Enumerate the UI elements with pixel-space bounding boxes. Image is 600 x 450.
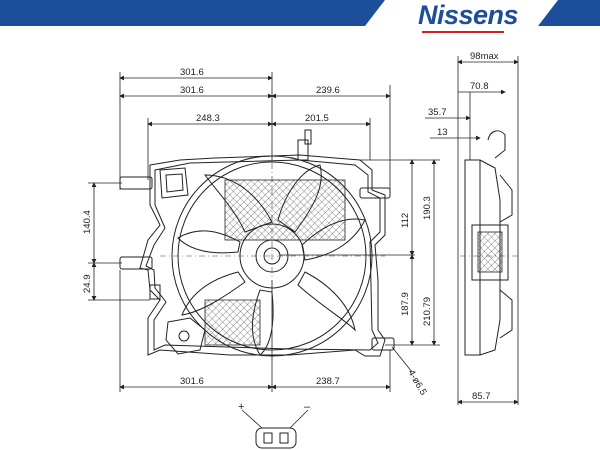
left-dimensions: 140.4 24.9 [82,182,150,301]
connector: + – [238,401,311,449]
connector-plus: + [238,401,244,413]
dim-side-max: 98max [470,51,499,62]
dim-right-total: 190.3 [422,196,433,220]
dim-right-upper: 112 [400,213,411,228]
dim-side-c: 13 [437,127,448,138]
side-view: 98max 70.8 35.7 13 85.7 [425,51,520,405]
top-dimensions: 301.6 301.6 239.6 248.3 201.5 [119,67,391,190]
connector-minus: – [304,401,311,413]
dim-right-lower-total: 210.79 [422,297,433,326]
fan-assembly [160,150,385,360]
blue-header-banner-right [538,0,600,26]
dim-bottom-left: 301.6 [180,376,204,387]
dim-top-total-2: 301.6 [180,85,204,96]
dim-top-total-1: 301.6 [180,67,204,78]
dim-mid-left: 248.3 [196,113,220,124]
dim-top-right: 239.6 [316,85,340,96]
nissens-logo: Nissens [418,0,519,30]
dim-right-lower: 187.9 [400,292,411,316]
dim-side-bottom: 85.7 [472,391,491,402]
dim-bottom-right: 238.7 [316,376,340,387]
dim-side-a: 70.8 [470,81,489,92]
dim-side-b: 35.7 [428,107,447,118]
blue-header-banner [0,0,385,26]
logo-underline [422,31,504,33]
dim-left-low: 24.9 [82,275,93,294]
dim-holes: 4-ø6.5 [405,368,428,397]
right-dimensions: 112 190.3 187.9 210.79 [280,159,440,346]
dim-left-height: 140.4 [82,210,93,234]
fan-shroud [119,129,395,357]
dim-mid-right: 201.5 [305,113,329,124]
